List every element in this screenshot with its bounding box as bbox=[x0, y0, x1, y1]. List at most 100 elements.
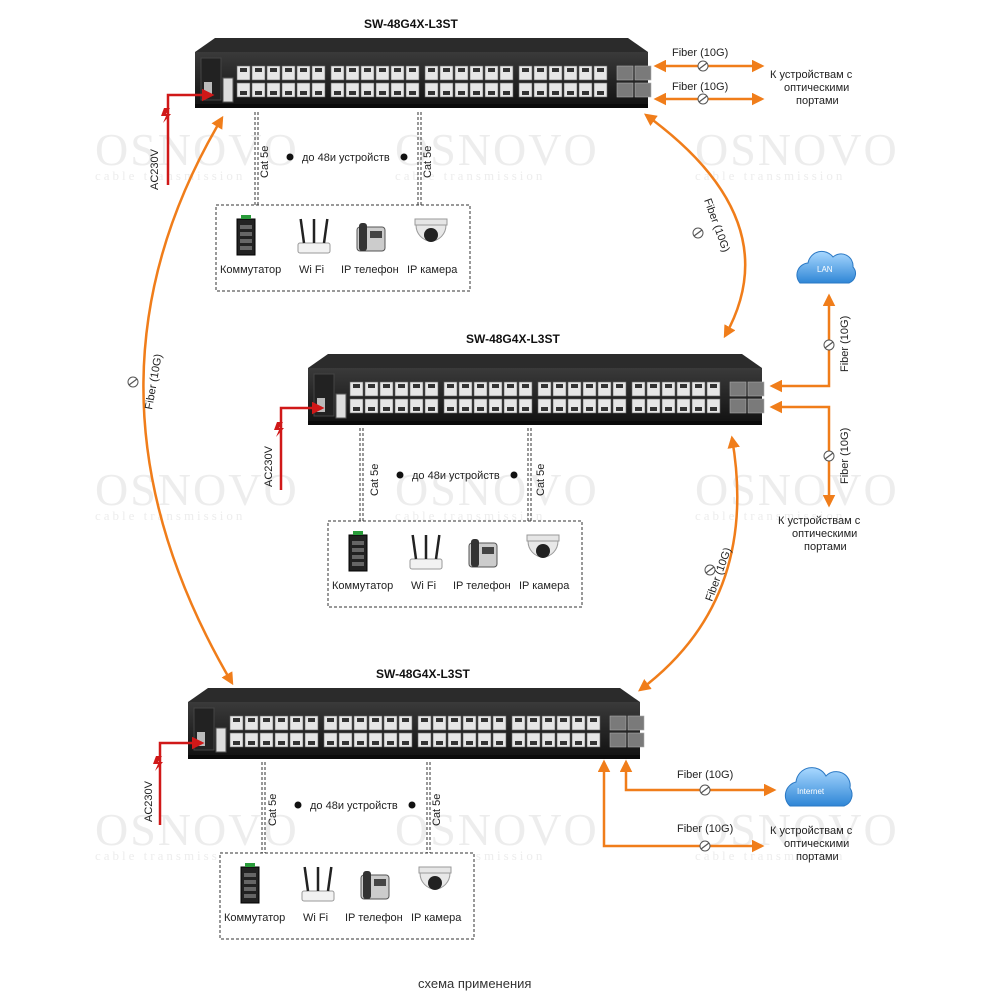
rj45-port-slot bbox=[387, 741, 394, 745]
devices-count-label: до 48и устройств bbox=[412, 470, 500, 482]
device-label: Wi Fi bbox=[299, 264, 324, 276]
device-label: Wi Fi bbox=[411, 580, 436, 592]
sfp-port bbox=[729, 398, 747, 414]
rj45-port-slot bbox=[556, 407, 563, 411]
rj45-port-slot bbox=[665, 407, 672, 411]
watermark-tagline: cable transmission bbox=[695, 168, 845, 183]
sfp-port bbox=[634, 82, 652, 98]
rj45-port-slot bbox=[635, 384, 642, 388]
rj45-port-slot bbox=[428, 68, 435, 72]
switch-bottom: SW-48G4X-L3ST bbox=[188, 667, 645, 759]
rj45-port-slot bbox=[402, 741, 409, 745]
rj45-port-slot bbox=[372, 718, 379, 722]
rj45-port-slot bbox=[522, 91, 529, 95]
port-grid bbox=[313, 373, 765, 419]
rj45-port-slot bbox=[379, 68, 386, 72]
rj45-port-slot bbox=[560, 741, 567, 745]
optical-devices-label-line3: портами bbox=[796, 851, 839, 863]
rj45-port-slot bbox=[462, 407, 469, 411]
rj45-port-slot bbox=[342, 741, 349, 745]
rj45-port-slot bbox=[233, 741, 240, 745]
console-port-icon bbox=[335, 393, 347, 419]
rj45-port-slot bbox=[680, 407, 687, 411]
rj45-port-slot bbox=[443, 91, 450, 95]
rj45-port-slot bbox=[503, 91, 510, 95]
rj45-port-slot bbox=[394, 68, 401, 72]
device-label: Wi Fi bbox=[303, 912, 328, 924]
rj45-port-slot bbox=[586, 384, 593, 388]
optical-devices-label-line1: К устройствам с bbox=[770, 69, 853, 81]
sfp-port bbox=[729, 381, 747, 397]
ac-label-middle: AC230V bbox=[263, 445, 275, 487]
rj45-port-slot bbox=[443, 68, 450, 72]
rj45-port-slot bbox=[270, 68, 277, 72]
lan-cloud-icon: LAN bbox=[796, 250, 857, 284]
rj45-port-slot bbox=[364, 91, 371, 95]
watermark-tagline: cable transmission bbox=[395, 168, 545, 183]
rj45-port-slot bbox=[481, 741, 488, 745]
rj45-port-slot bbox=[428, 384, 435, 388]
rj45-port-slot bbox=[278, 741, 285, 745]
bottom-fiber-links: Fiber (10G) Fiber (10G) Internet К устро… bbox=[597, 759, 853, 863]
watermark-brand: OSNOVO bbox=[95, 464, 299, 515]
rj45-port-slot bbox=[447, 407, 454, 411]
rj45-port-slot bbox=[552, 91, 559, 95]
wifi-router-icon bbox=[301, 890, 335, 902]
rj45-port-slot bbox=[285, 68, 292, 72]
fiber-label-top-right: Fiber (10G) bbox=[701, 197, 732, 254]
rj45-port-slot bbox=[541, 384, 548, 388]
diagram-caption: схема применения bbox=[418, 976, 531, 991]
rj45-port-slot bbox=[575, 741, 582, 745]
cat-label: Cat 5e bbox=[422, 146, 434, 178]
rj45-port-slot bbox=[473, 91, 480, 95]
rj45-port-slot bbox=[263, 741, 270, 745]
rj45-port-slot bbox=[545, 741, 552, 745]
rj45-port-slot bbox=[383, 384, 390, 388]
optical-devices-label-line2: оптическими bbox=[784, 82, 849, 94]
rj45-port-slot bbox=[421, 718, 428, 722]
rj45-port-slot bbox=[349, 91, 356, 95]
cat-label: Cat 5e bbox=[369, 464, 381, 496]
rj45-port-slot bbox=[458, 91, 465, 95]
sfp-port bbox=[747, 381, 765, 397]
rj45-port-slot bbox=[710, 384, 717, 388]
ip-camera-icon bbox=[418, 866, 452, 874]
rj45-port-slot bbox=[240, 91, 247, 95]
ac-label-top: AC230V bbox=[149, 148, 161, 190]
device-label: IP телефон bbox=[345, 912, 403, 924]
console-port-icon bbox=[222, 77, 234, 103]
wifi-router-icon bbox=[409, 558, 443, 570]
fiber-label: Fiber (10G) bbox=[839, 316, 851, 372]
power-line-middle bbox=[279, 401, 325, 490]
rj45-port-slot bbox=[447, 384, 454, 388]
rj45-port-slot bbox=[327, 741, 334, 745]
sfp-port bbox=[609, 732, 627, 748]
rj45-port-slot bbox=[586, 407, 593, 411]
fiber-label: Fiber (10G) bbox=[839, 428, 851, 484]
optical-devices-label-line3: портами bbox=[796, 95, 839, 107]
rj45-port-slot bbox=[473, 68, 480, 72]
rj45-port-slot bbox=[233, 718, 240, 722]
rj45-port-slot bbox=[496, 718, 503, 722]
device-label: IP камера bbox=[519, 580, 570, 592]
rj45-port-slot bbox=[293, 718, 300, 722]
power-line-top bbox=[166, 88, 215, 185]
rj45-port-slot bbox=[515, 741, 522, 745]
rj45-port-slot bbox=[650, 407, 657, 411]
switch-middle-title: SW-48G4X-L3ST bbox=[466, 332, 560, 346]
rj45-port-slot bbox=[368, 407, 375, 411]
rj45-port-slot bbox=[496, 741, 503, 745]
cat-block-bottom: Cat 5e Cat 5e до 48и устройств Коммутато… bbox=[219, 762, 475, 940]
fiber-link-left bbox=[142, 115, 234, 686]
device-label: IP камера bbox=[407, 264, 458, 276]
rj45-port-slot bbox=[308, 741, 315, 745]
sfp-port bbox=[627, 732, 645, 748]
rj45-port-slot bbox=[571, 384, 578, 388]
rj45-port-slot bbox=[451, 718, 458, 722]
optical-devices-label-line1: К устройствам с bbox=[778, 515, 861, 527]
wifi-router-icon bbox=[297, 242, 331, 254]
rj45-port-slot bbox=[248, 718, 255, 722]
rj45-port-slot bbox=[515, 718, 522, 722]
rj45-port-slot bbox=[537, 91, 544, 95]
sfp-port bbox=[634, 65, 652, 81]
